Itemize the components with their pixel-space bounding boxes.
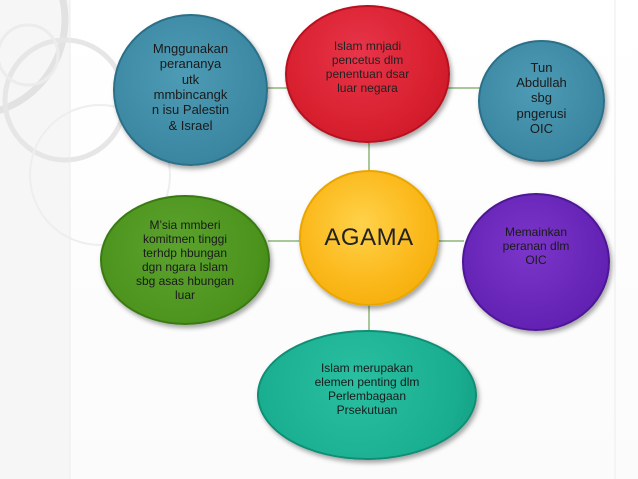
deco-ring-faint xyxy=(29,104,171,246)
node-islamic-relations: M’sia mmberi komitmen tinggi terhdp hbun… xyxy=(100,195,270,325)
center-node-agama: AGAMA xyxy=(299,170,439,306)
node-oic-role-label: Memainkan peranan dlm OIC xyxy=(502,224,570,268)
node-foreign-policy-basis-label: Islam mnjadi pencetus dlm penentuan dsar… xyxy=(325,38,410,96)
node-palestine-israel: Mnggunakan perananya utk mmbincangk n is… xyxy=(113,14,268,166)
node-islamic-relations-label: M’sia mmberi komitmen tinggi terhdp hbun… xyxy=(135,217,235,303)
node-palestine-israel-label: Mnggunakan perananya utk mmbincangk n is… xyxy=(151,41,230,133)
node-oic-role: Memainkan peranan dlm OIC xyxy=(462,193,610,331)
center-node-label: AGAMA xyxy=(324,223,414,251)
node-foreign-policy-basis: Islam mnjadi pencetus dlm penentuan dsar… xyxy=(285,5,450,143)
deco-ring-small xyxy=(0,23,60,87)
node-constitution-label: Islam merupakan elemen penting dlm Perle… xyxy=(314,360,420,418)
deco-ring-large xyxy=(0,0,69,114)
node-oic-chairman: Tun Abdullah sbg pngerusi OIC xyxy=(478,40,605,162)
node-oic-chairman-label: Tun Abdullah sbg pngerusi OIC xyxy=(516,59,567,136)
node-constitution: Islam merupakan elemen penting dlm Perle… xyxy=(257,330,477,460)
